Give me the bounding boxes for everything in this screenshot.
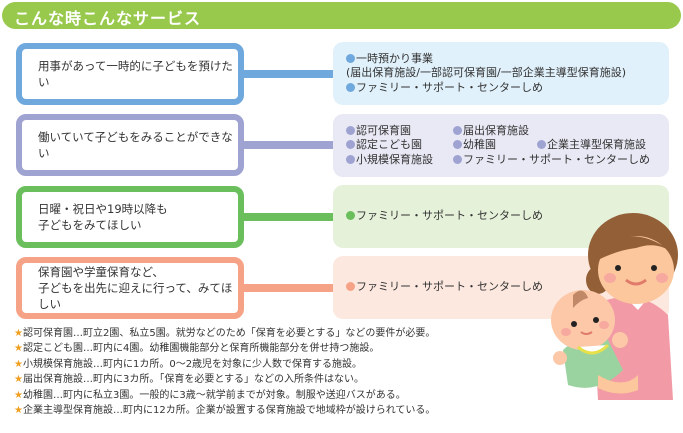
- need-text: 日曜・祝日や19時以降も: [38, 202, 168, 216]
- need-box-pickup: 保育園や学童保育など、 子どもを出先に迎えに行って、みてほしい: [16, 257, 244, 319]
- service-item: ファミリー・サポート・センターしめ: [346, 209, 669, 224]
- service-item: 認定こども園: [346, 138, 453, 153]
- note-item: ★認可保育園…町立2園、私立5園。就労などのため「保育を必要とする」などの要件が…: [14, 328, 436, 339]
- mother-eye: [651, 265, 657, 271]
- connector-line: [244, 284, 333, 292]
- bullet-dot-icon: [346, 154, 355, 164]
- star-icon: ★: [14, 389, 23, 401]
- section-title: こんな時こんなサービス: [14, 9, 202, 28]
- note-item: ★幼稚園…町内に私立3園。一般的に3歳～就学前までが対象。制服や送迎バスがある。: [14, 389, 406, 401]
- baby-hair: [573, 290, 588, 308]
- notes-list: ★認可保育園…町立2園、私立5園。就労などのため「保育を必要とする」などの要件が…: [14, 326, 435, 418]
- note-item: ★小規模保育施設…町内に1カ所。0～2歳児を対象に少人数で保育する施設。: [14, 358, 363, 370]
- service-box-working: 認可保育園 届出保育施設 認定こども園 幼稚園 企業主導型保育施設 小規模保育施…: [333, 114, 669, 177]
- service-item: 企業主導型保育施設: [537, 138, 669, 153]
- service-item: ファミリー・サポート・センターしめ: [346, 81, 669, 96]
- connector-line: [244, 141, 333, 149]
- star-icon: ★: [14, 405, 23, 417]
- bullet-dot-icon: [453, 125, 462, 135]
- connector-line: [244, 213, 333, 221]
- star-icon: ★: [14, 374, 23, 386]
- star-icon: ★: [14, 343, 23, 355]
- note-item: ★届出保育施設…町内に3カ所。「保育を必要とする」などの入所条件はない。: [14, 374, 365, 386]
- need-box-holiday: 日曜・祝日や19時以降も 子どもをみてほしい: [16, 186, 244, 248]
- bullet-dot-icon: [346, 82, 355, 92]
- connector-line: [244, 70, 333, 78]
- service-box-holiday: ファミリー・サポート・センターしめ: [333, 185, 669, 248]
- bullet-dot-icon: [346, 282, 355, 292]
- service-item: 幼稚園: [453, 138, 537, 153]
- mother-eye: [615, 265, 621, 271]
- service-grid: 認可保育園 届出保育施設 認定こども園 幼稚園 企業主導型保育施設 小規模保育施…: [346, 124, 669, 168]
- mother-and-baby-illustration: [551, 213, 678, 400]
- bullet-dot-icon: [346, 211, 355, 221]
- service-box-temporary: 一時預かり事業 (届出保育施設/一部認可保育園/一部企業主導型保育施設) ファミ…: [333, 42, 669, 105]
- note-item: ★企業主導型保育施設…町内に12カ所。企業が設置する保育施設で地域枠が設けられて…: [14, 405, 436, 417]
- need-box-working: 働いていて子どもをみることができない: [16, 114, 244, 176]
- need-box-temporary: 用事があって一時的に子どもを預けたい: [16, 43, 244, 105]
- star-icon: ★: [14, 358, 23, 370]
- bullet-dot-icon: [537, 140, 546, 150]
- need-text: 用事があって一時的に子どもを預けたい: [38, 59, 233, 89]
- need-text: 子どもをみてほしい: [38, 218, 142, 232]
- section-header: こんな時こんなサービス: [2, 2, 681, 29]
- mother-face: [598, 236, 674, 304]
- star-icon: ★: [14, 328, 23, 339]
- service-item-detail: (届出保育施設/一部認可保育園/一部企業主導型保育施設): [346, 66, 626, 80]
- need-text: 働いていて子どもをみることができない: [38, 130, 233, 160]
- baby-body: [563, 338, 623, 388]
- bullet-dot-icon: [346, 53, 355, 63]
- service-item: ファミリー・サポート・センターしめ: [453, 153, 669, 168]
- service-item: 一時預かり事業: [346, 52, 669, 67]
- service-item: ファミリー・サポート・センターしめ: [346, 280, 669, 295]
- need-text: 保育園や学童保育など、: [38, 265, 164, 279]
- bullet-dot-icon: [346, 125, 355, 135]
- service-item: 小規模保育施設: [346, 153, 453, 168]
- bullet-dot-icon: [453, 154, 462, 164]
- need-text: 子どもを出先に迎えに行って、みてほしい: [38, 281, 233, 311]
- bullet-dot-icon: [453, 140, 462, 150]
- note-item: ★認定こども園…町内に4園。幼稚園機能部分と保育所機能部分を併せ持つ施設。: [14, 343, 380, 355]
- bullet-dot-icon: [346, 140, 355, 150]
- service-item: 届出保育施設: [453, 124, 669, 139]
- service-item: 認可保育園: [346, 124, 453, 139]
